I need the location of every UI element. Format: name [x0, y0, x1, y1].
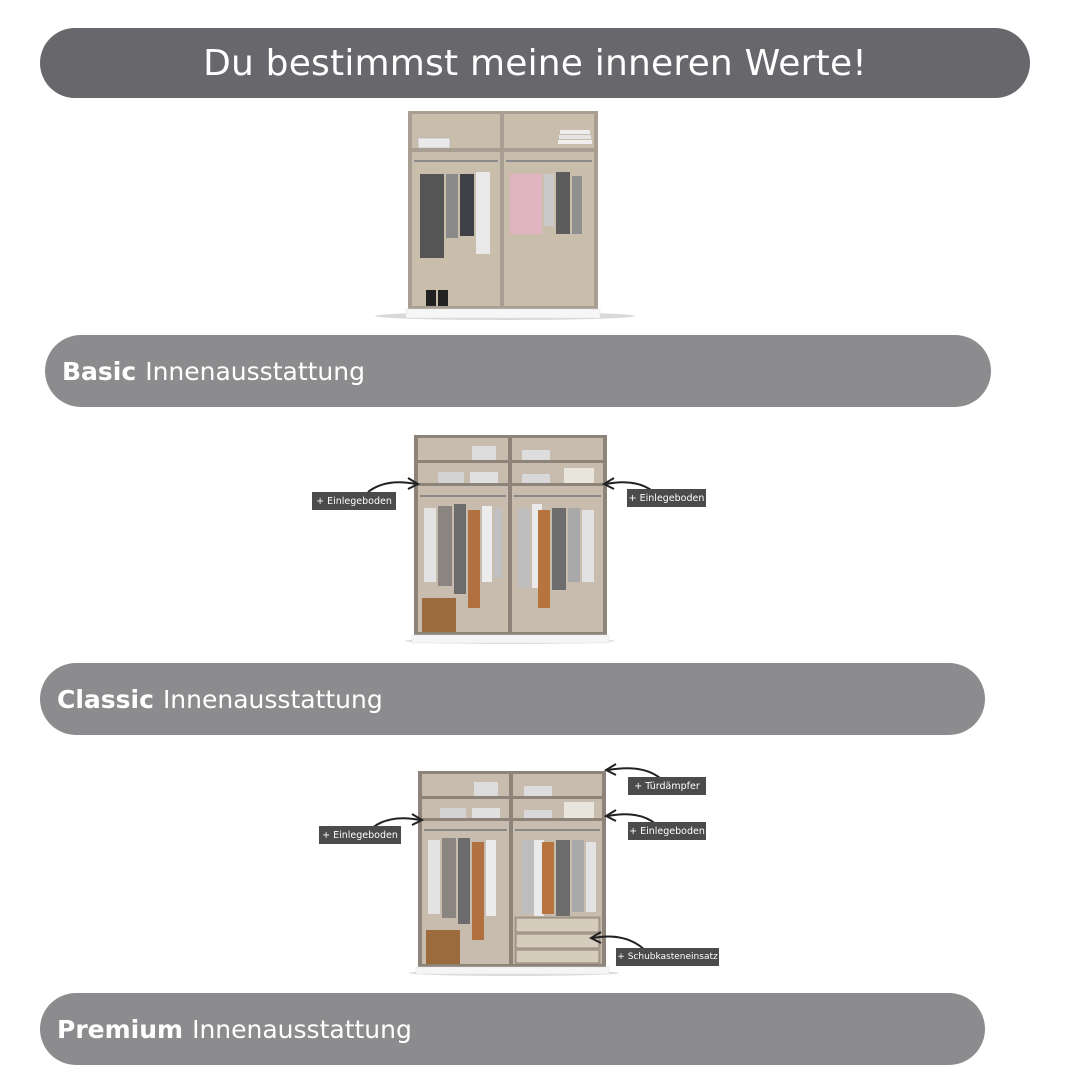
tier-suffix-premium: Innenausstattung [192, 1014, 412, 1044]
tier-name-basic: Basic [62, 356, 137, 386]
classic-wardrobe-image [405, 435, 615, 644]
premium-callout-door-damper: + Türdämpfer [628, 777, 706, 795]
page-title: Du bestimmst meine inneren Werte! [203, 42, 867, 84]
premium-door-damper-arrow [603, 763, 661, 779]
classic-callout-right: + Einlegeboden [627, 489, 706, 507]
tier-basic: Basic Innenausstattung [45, 335, 991, 407]
tier-suffix-basic: Innenausstattung [145, 356, 365, 386]
premium-callout-drawer: + Schubkasteneinsatz [616, 948, 719, 966]
header-banner: Du bestimmst meine inneren Werte! [40, 28, 1030, 98]
premium-left-arrow [371, 813, 425, 829]
premium-right-arrow [603, 809, 657, 825]
premium-drawer-arrow [588, 931, 646, 951]
classic-callout-left: + Einlegeboden [312, 492, 396, 510]
tier-name-premium: Premium [57, 1014, 184, 1044]
tier-classic: Classic Innenausstattung [40, 663, 985, 735]
classic-left-arrow [367, 477, 421, 493]
premium-wardrobe-image [409, 771, 619, 976]
basic-wardrobe-image [375, 111, 635, 320]
tier-name-classic: Classic [57, 684, 154, 714]
premium-callout-right: + Einlegeboden [628, 822, 706, 840]
premium-callout-left: + Einlegeboden [319, 826, 401, 844]
tier-suffix-classic: Innenausstattung [162, 684, 383, 714]
tier-premium: Premium Innenausstattung [40, 993, 985, 1065]
